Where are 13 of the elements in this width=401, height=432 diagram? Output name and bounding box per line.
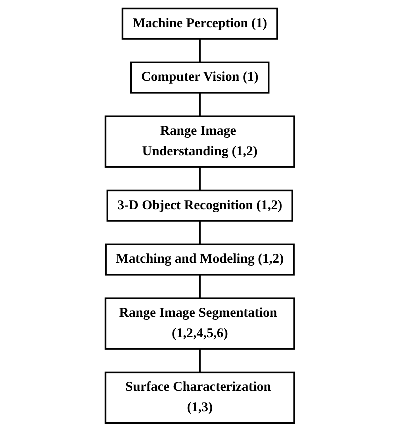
node-box: Range Image Segmentation (1,2,4,5,6)	[105, 298, 296, 350]
node-box: Matching and Modeling (1,2)	[106, 244, 296, 276]
node-box: Surface Characterization (1,3)	[105, 372, 296, 424]
connector	[200, 349, 202, 373]
node-box: Range Image Understanding (1,2)	[105, 116, 296, 168]
node-box: 3-D Object Recognition (1,2)	[107, 190, 294, 222]
connector	[200, 274, 202, 299]
connector	[200, 221, 202, 245]
node-box: Computer Vision (1)	[130, 62, 270, 94]
connector	[200, 167, 202, 191]
connector	[200, 93, 202, 117]
node-box: Machine Perception (1)	[122, 8, 279, 40]
connector	[200, 39, 202, 63]
